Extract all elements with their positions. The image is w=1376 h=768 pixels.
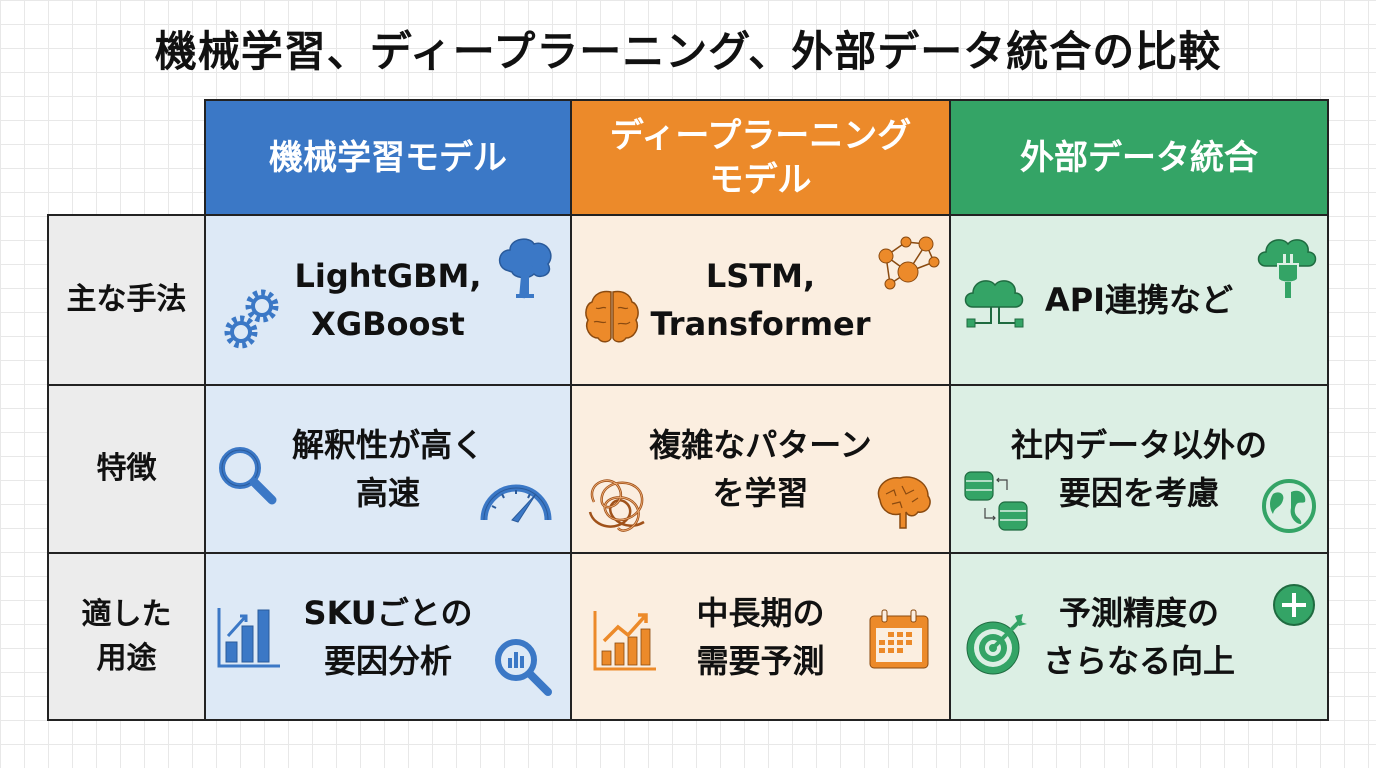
comparison-table: 機械学習モデル ディープラーニング モデル 外部データ統合 主な手法 Light… (47, 99, 1329, 721)
cell-dl-use-case: 中長期の 需要予測 (570, 552, 951, 721)
globe-icon (1262, 479, 1316, 533)
cloud-plug-icon (1257, 239, 1317, 298)
column-header-dl: ディープラーニング モデル (570, 99, 951, 216)
row-label-methods: 主な手法 (47, 214, 206, 386)
cell-ml-features: 解釈性が高く 高速 (204, 384, 572, 554)
database-sync-icon (964, 471, 1028, 531)
cell-dl-features: 複雑なパターン を学習 (570, 384, 951, 554)
cloud-plug-icon (964, 280, 1024, 328)
cell-external-features: 社内データ以外の 要因を考慮 (949, 384, 1329, 554)
calendar-icon (869, 609, 929, 669)
plus-circle-icon (1273, 584, 1315, 626)
tree-icon (498, 238, 552, 299)
cell-external-methods: API連携など (949, 214, 1329, 386)
gears-icon (224, 289, 279, 349)
column-header-external: 外部データ統合 (949, 99, 1329, 216)
row-label-features: 特徴 (47, 384, 206, 554)
cell-external-use-case: 予測精度の さらなる向上 (949, 552, 1329, 721)
brain-icon (585, 290, 639, 343)
target-icon (966, 614, 1027, 675)
cell-ml-use-case: SKUごとの 要因分析 (204, 552, 572, 721)
trend-chart-icon (593, 611, 656, 671)
cell-dl-methods: LSTM, Transformer (570, 214, 951, 386)
speedometer-icon (480, 484, 552, 523)
row-label-use-case: 適した 用途 (47, 552, 206, 721)
column-header-ml: 機械学習モデル (204, 99, 572, 216)
cell-ml-methods: LightGBM, XGBoost (204, 214, 572, 386)
chart-magnifier-icon (495, 639, 552, 696)
bar-chart-icon (217, 608, 280, 668)
brain-icon (877, 476, 931, 529)
page-title: 機械学習、ディープラーニング、外部データ統合の比較 (154, 27, 1222, 76)
magnifier-icon (219, 447, 277, 505)
tangle-icon (588, 479, 645, 532)
network-icon (878, 236, 940, 290)
